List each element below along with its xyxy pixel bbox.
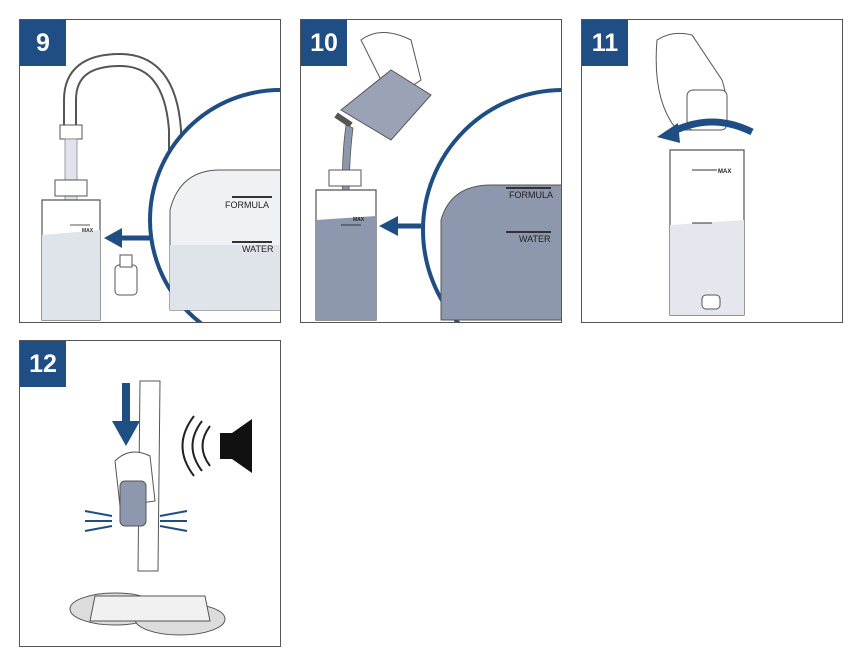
step-12-panel: 12 <box>19 340 281 647</box>
max-mark: MAX <box>718 169 731 175</box>
step-9-illustration: MAX FORMULA WATER <box>41 52 280 322</box>
step-number-badge: 12 <box>20 341 66 387</box>
step-9-panel: 9 MAX FORMULA WATER <box>19 19 281 323</box>
formula-label: FORMULA <box>225 200 269 210</box>
step-number-badge: 11 <box>582 20 628 66</box>
step-number-badge: 10 <box>301 20 347 66</box>
step-11-illustration: MAX <box>655 32 754 316</box>
max-mark: MAX <box>353 217 365 223</box>
water-label: WATER <box>242 244 274 254</box>
arrow-left-icon <box>104 228 122 248</box>
step-10-illustration: MAX FORMULA WATER <box>315 32 561 322</box>
step-number-badge: 9 <box>20 20 66 66</box>
rotate-arrow-icon <box>657 123 680 143</box>
formula-label: FORMULA <box>509 190 553 200</box>
step-12-illustration <box>69 380 252 636</box>
step-10-panel: 10 MAX FORMULA WATER <box>300 19 562 323</box>
max-mark: MAX <box>82 228 94 234</box>
water-label: WATER <box>519 234 551 244</box>
arrow-left-icon <box>379 216 398 236</box>
arrow-down-icon <box>112 421 140 446</box>
step-11-panel: 11 MAX <box>581 19 843 323</box>
speaker-icon <box>220 419 252 473</box>
